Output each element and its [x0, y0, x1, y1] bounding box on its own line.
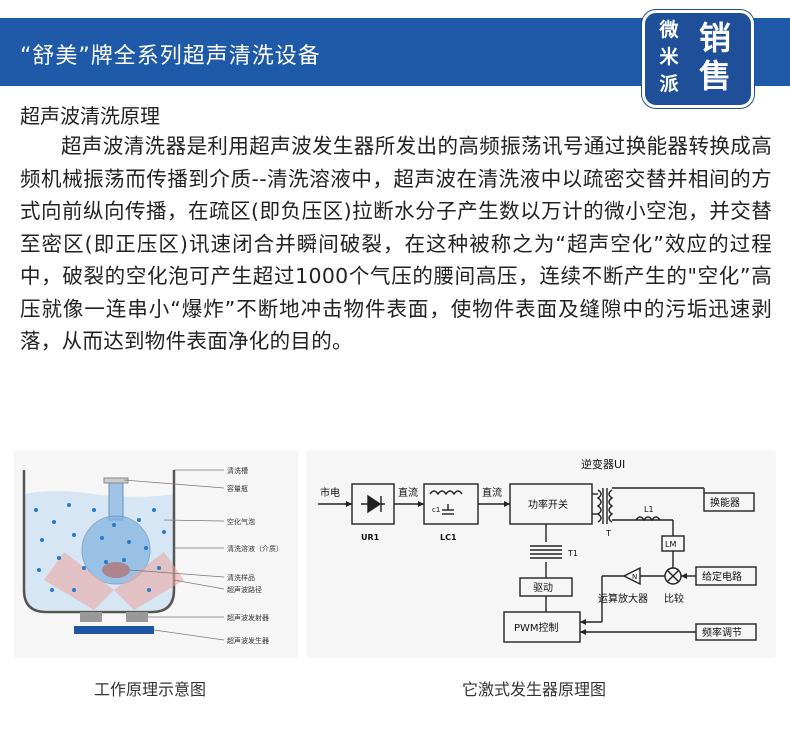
- ultrasonic-path-right: [114, 552, 184, 610]
- transmitter-right: [126, 612, 148, 622]
- ur1-label: UR1: [361, 533, 380, 542]
- label-sample: 清洗样品: [227, 573, 255, 582]
- lc-filter-block: [423, 483, 479, 525]
- t-label: T: [605, 529, 611, 538]
- dc-label-1: 直流: [398, 486, 418, 499]
- right-caption: 它激式发生器原理图: [462, 680, 607, 699]
- n-label: N: [632, 573, 637, 581]
- circuit-schematic: 逆变器UI 市电 直流 直流 UR1 LC1 c1 功率开关 换能器 L1 T …: [318, 457, 757, 643]
- ultrasonic-generator: [74, 626, 154, 634]
- cleaning-sample: [102, 562, 130, 578]
- mains-label: 市电: [320, 486, 340, 499]
- t1-label: T1: [567, 549, 578, 558]
- dc-label-2: 直流: [482, 486, 502, 499]
- logo-char: 派: [659, 73, 679, 95]
- header-title: “舒美”牌全系列超声清洗设备: [20, 44, 321, 69]
- label-ultrasonic-path: 超声波路径: [227, 585, 262, 594]
- label-generator: 超声波发生器: [227, 636, 269, 645]
- label-transmitter: 超声波发射器: [227, 613, 269, 622]
- c1-label: c1: [432, 506, 440, 514]
- opamp-label: 运算放大器: [598, 592, 648, 605]
- logo-col-2: 销 售: [693, 19, 737, 95]
- transducer-block: [703, 492, 755, 512]
- inverter-title: 逆变器UI: [581, 457, 625, 471]
- section-title: 超声波清洗原理: [20, 104, 160, 128]
- volumetric-flask: [81, 515, 151, 585]
- power-switch-label: 功率开关: [528, 498, 568, 511]
- working-principle-diagram: 清洗槽 容量瓶 空化气泡 清洗溶液（介质） 清洗样品 超声波路径 超声波发射器 …: [14, 450, 298, 658]
- body-paragraph: 超声波清洗器是利用超声波发生器所发出的高频振荡讯号通过换能器转换成高频机械振荡而…: [20, 134, 772, 353]
- flask-neck: [108, 479, 124, 521]
- label-flask: 容量瓶: [227, 484, 248, 493]
- transducer-label: 换能器: [710, 496, 740, 509]
- brand-logo: 微 米 派 销 售: [642, 10, 754, 108]
- logo-char: 微: [659, 19, 679, 41]
- flask-cap: [103, 477, 129, 484]
- l1-label: L1: [644, 505, 654, 514]
- tank-illustration: 清洗槽 容量瓶 空化气泡 清洗溶液（介质） 清洗样品 超声波路径 超声波发射器 …: [22, 466, 283, 645]
- inverter-circuit-diagram: 逆变器UI 市电 直流 直流 UR1 LC1 c1 功率开关 换能器 L1 T …: [306, 450, 776, 658]
- leader-lines: [123, 469, 225, 641]
- logo-char: 米: [659, 46, 679, 68]
- freq-label: 频率调节: [702, 626, 742, 639]
- logo-char: 售: [698, 57, 731, 95]
- drive-label: 驱动: [533, 582, 553, 594]
- transmitter-left: [80, 612, 102, 622]
- label-solution: 清洗溶液（介质）: [227, 544, 283, 553]
- pwm-label: PWM控制: [514, 621, 559, 634]
- pwm-block: [503, 611, 581, 643]
- setpoint-label: 给定电路: [702, 570, 742, 583]
- compare-label: 比较: [664, 592, 684, 605]
- lm-label: LM: [665, 540, 676, 549]
- ultrasonic-path-left: [44, 552, 114, 610]
- lc1-label: LC1: [440, 533, 457, 542]
- logo-char: 销: [698, 19, 731, 57]
- left-caption: 工作原理示意图: [94, 680, 207, 699]
- label-tank: 清洗槽: [227, 466, 248, 475]
- logo-col-1: 微 米 派: [655, 17, 683, 98]
- label-bubbles: 空化气泡: [227, 517, 255, 526]
- cavitation-bubbles: [34, 503, 166, 592]
